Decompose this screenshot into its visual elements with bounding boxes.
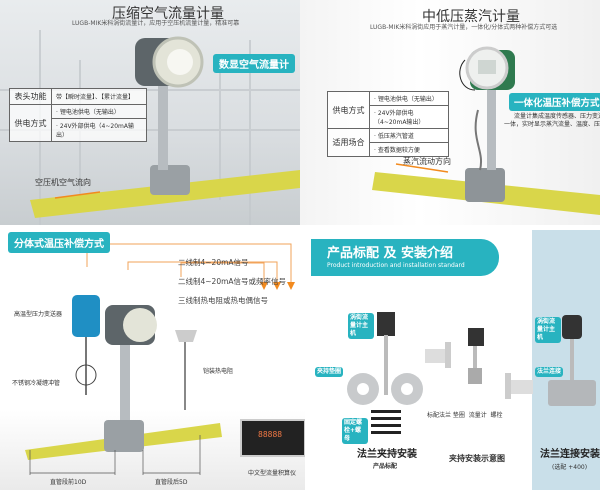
parts-label: 标配法兰 垫圈 流量计 螺栓 — [427, 412, 503, 419]
header-en: Product introduction and installation st… — [327, 262, 465, 269]
flow-label: 蒸汽流动方向 — [403, 157, 451, 166]
installation-illustration — [347, 312, 596, 434]
row-head: 适用场合 — [327, 128, 370, 157]
signal-2: 二线制4~20mA信号或频率信号 — [178, 277, 287, 286]
flow-label: 空压机空气流向 — [35, 178, 91, 187]
callout-host: 涡街流量计主机 — [348, 313, 374, 339]
callout-gasket: 夹持垫圈 — [315, 367, 344, 377]
note-line: 流量计集成温度传感器、压力变送器 — [514, 113, 600, 120]
spec-table: 供电方式· 锂电池供电（无输出） · 24V外部供电（4~20mA输出） 适用场… — [327, 91, 449, 157]
cell: · 锂电池供电（无输出） — [369, 91, 449, 106]
panel-split-compensation: 分体式温压补偿方式 二线制4~20mA信号 二线制4~20mA信号或频率信号 三… — [0, 225, 305, 490]
signal-3: 三线制热电阻或热电偶信号 — [178, 296, 268, 305]
split-illustration — [25, 243, 305, 475]
coil-label: 不锈钢冷凝缠冲管 — [12, 380, 61, 387]
caption-wafer: 法兰夹持安装 — [357, 449, 417, 460]
subtitle: LUGB-MIK米科涡街应用于蒸汽计量，一体化/分体式两种补偿方式可选 — [370, 24, 558, 31]
display-label: 中文型流量积算仪 — [248, 470, 297, 477]
note-line: 一体，实时显示蒸汽流量、温度、压力值。 — [504, 121, 600, 128]
cell: · 24V外部供电（4~20mA输出） — [51, 118, 147, 142]
row-head: 表头功能 — [9, 88, 52, 105]
row-head: 供电方式 — [9, 104, 52, 142]
badge: 分体式温压补偿方式 — [8, 232, 110, 253]
title: 中低压蒸汽计量 — [422, 9, 520, 25]
callout-bolts: 固定螺栓+螺母 — [342, 418, 368, 444]
air-meter-illustration — [0, 30, 300, 225]
cell: · 低压蒸汽管道 — [369, 128, 449, 143]
spec-table: 表头功能带【瞬时流量】、【累计流量】 供电方式· 锂电池供电（无输出） · 24… — [9, 88, 147, 142]
callout-flange: 法兰连接 — [535, 367, 564, 377]
caption-flanged: 法兰连接安装 — [540, 449, 600, 460]
flange — [150, 165, 190, 195]
row-head: 供电方式 — [327, 91, 370, 129]
badge: 数显空气流量计 — [213, 54, 295, 73]
steam-meter-illustration — [372, 46, 600, 215]
title: 压缩空气流量计量 — [112, 6, 224, 22]
rtd-label: 铠装热电阻 — [203, 368, 234, 375]
badge: 一体化温压补偿方式 — [509, 93, 600, 111]
flanged-panel — [532, 230, 600, 490]
cell: 带【瞬时流量】、【累计流量】 — [51, 88, 147, 105]
caption-wafer-sub: 产品标配 — [373, 463, 398, 470]
pressure-label: 高温型压力变送器 — [14, 311, 63, 318]
callout-host-flanged: 涡街流量计主机 — [535, 317, 561, 343]
panel-installation: 产品标配 及 安装介绍 Product introduction and ins… — [305, 225, 600, 490]
after-label: 直管段后5D — [155, 479, 188, 486]
panel-compressed-air: 压缩空气流量计量 LUGB-MIK米科涡街流量计，应用于空压机流量计量，精准可靠… — [0, 0, 300, 225]
cell: · 查看数据较方便 — [369, 142, 449, 157]
cell: · 24V外部供电（4~20mA输出） — [369, 105, 449, 129]
before-label: 直管段前10D — [50, 479, 87, 486]
header-cn: 产品标配 及 安装介绍 — [327, 246, 454, 261]
cell: · 锂电池供电（无输出） — [51, 104, 147, 119]
subtitle: LUGB-MIK米科涡街流量计，应用于空压机流量计量，精准可靠 — [72, 20, 240, 27]
totalizer-display — [240, 419, 305, 457]
display-value: 88888 — [258, 430, 283, 439]
caption-diagram: 夹持安装示意图 — [449, 454, 505, 463]
signal-1: 二线制4~20mA信号 — [178, 258, 249, 267]
panel-steam: 中低压蒸汽计量 LUGB-MIK米科涡街应用于蒸汽计量，一体化/分体式两种补偿方… — [300, 0, 600, 225]
section-header: 产品标配 及 安装介绍 Product introduction and ins… — [311, 239, 499, 276]
caption-flanged-sub: (选配 +400) — [552, 464, 588, 471]
